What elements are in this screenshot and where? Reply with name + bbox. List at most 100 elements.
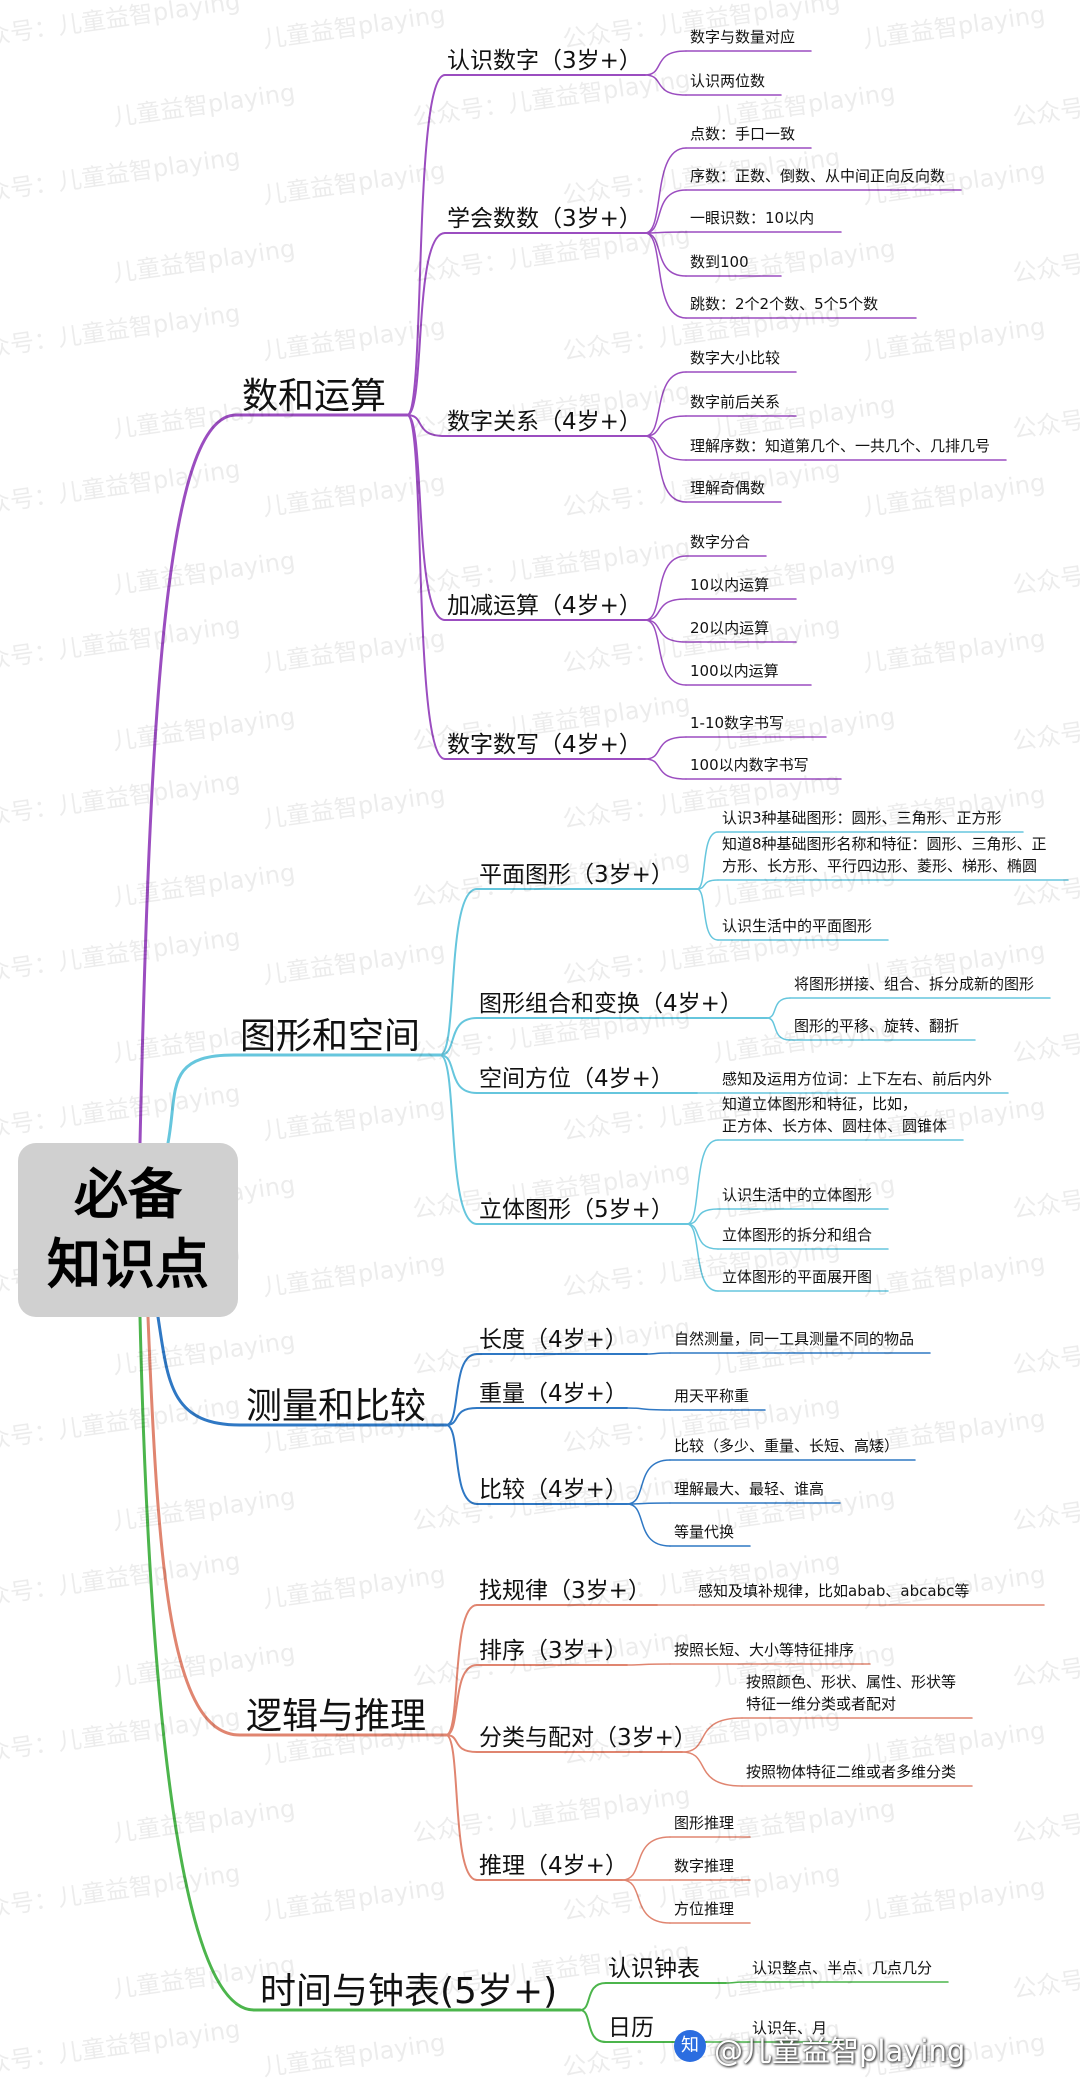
sub-topic-label: 加减运算（4岁+）: [447, 593, 642, 619]
branch-label: 逻辑与推理: [246, 1696, 427, 1737]
leaf-label: 立体图形的平面展开图: [722, 1268, 873, 1286]
branch-label: 数和运算: [242, 376, 387, 417]
sub-topic-label: 空间方位（4岁+）: [479, 1066, 674, 1092]
leaf-connector: [621, 1879, 671, 1924]
leaf-connector: [644, 231, 687, 234]
leaf-connector: [686, 1208, 719, 1225]
root-node: 必备 知识点: [18, 1143, 238, 1317]
sub-topic-label: 平面图形（3岁+）: [479, 862, 674, 888]
footer-handle: @儿童益智playing: [714, 2034, 966, 2068]
leaf-connector: [644, 189, 687, 234]
leaf-label: 图形的平移、旋转、翻折: [794, 1017, 960, 1035]
sub-connector: [579, 2009, 607, 2043]
sub-connector: [406, 414, 446, 437]
sub-topic-label: 比较（4岁+）: [479, 1477, 628, 1503]
branch-connector: [156, 1315, 242, 1427]
leaf-label: 数字分合: [690, 533, 751, 551]
leaf-label: 比较（多少、重量、长短、高矮）: [674, 1437, 900, 1455]
sub-topic-label: 学会数数（3岁+）: [447, 206, 642, 232]
leaf-connector: [626, 1407, 671, 1411]
leaf-label: 跳数：2个2个数、5个5个数: [690, 295, 879, 313]
leaf-label: 数到100: [690, 253, 749, 271]
branch-label: 测量和比较: [246, 1386, 427, 1427]
sub-connector: [439, 888, 478, 1056]
leaf-connector: [621, 1836, 671, 1881]
leaf-label: 100以内数字书写: [690, 756, 809, 774]
sub-connector: [445, 1407, 478, 1426]
leaf-label: 理解最大、最轻、谁高: [674, 1480, 825, 1498]
leaf-label: 理解序数：知道第几个、一共几个、几排几号: [690, 437, 991, 455]
leaf-connector: [644, 598, 687, 621]
sub-connector: [445, 1604, 478, 1736]
leaf-connector: [644, 619, 687, 686]
leaf-connector: [644, 435, 687, 461]
sub-topic-label: 图形组合和变换（4岁+）: [479, 991, 743, 1017]
leaf-label: 方位推理: [674, 1900, 735, 1918]
leaf-connector: [644, 736, 687, 760]
branch-connector: [138, 1315, 256, 2012]
leaf-connector: [646, 1352, 671, 1355]
leaf-connector: [644, 555, 687, 621]
leaf-label: 10以内运算: [690, 576, 770, 594]
leaf-label: 认识生活中的立体图形: [722, 1186, 873, 1204]
leaf-label: 知道立体图形和特征，比如，正方体、长方体、圆柱体、圆锥体: [722, 1095, 948, 1135]
branch-label: 时间与钟表(5岁+): [260, 1971, 558, 2012]
sub-connector: [445, 1734, 478, 1753]
leaf-label: 数字大小比较: [690, 349, 781, 367]
sub-connector: [439, 1054, 478, 1094]
leaf-label: 认识生活中的平面图形: [722, 917, 873, 935]
leaf-connector: [644, 74, 687, 96]
leaf-label: 认识两位数: [690, 72, 766, 90]
sub-connector: [445, 1353, 478, 1426]
sub-topic-label: 排序（3岁+）: [479, 1638, 628, 1664]
leaf-label: 按照物体特征二维或者多维分类: [746, 1763, 957, 1781]
sub-connector: [445, 1424, 478, 1505]
leaf-label: 图形推理: [674, 1814, 735, 1832]
leaf-connector: [766, 1017, 791, 1041]
leaf-label: 100以内运算: [690, 662, 779, 680]
leaf-label: 理解奇偶数: [690, 479, 766, 497]
leaf-connector: [696, 831, 719, 890]
sub-topic-label: 认识钟表: [608, 1956, 700, 1982]
sub-topic-label: 分类与配对（3岁+）: [479, 1725, 697, 1751]
sub-topic-label: 立体图形（5岁+）: [479, 1197, 674, 1223]
leaf-label: 认识整点、半点、几点几分: [752, 1959, 933, 1977]
leaf-connector: [686, 1139, 719, 1225]
branch-connector: [138, 413, 238, 1145]
leaf-connector: [644, 232, 687, 319]
leaf-connector: [626, 1502, 671, 1505]
leaf-label: 按照颜色、形状、属性、形状等特征一维分类或者配对: [746, 1673, 957, 1713]
leaf-connector: [644, 619, 687, 643]
leaf-label: 一眼识数：10以内: [690, 209, 815, 227]
leaf-label: 感知及运用方位词：上下左右、前后内外: [722, 1070, 993, 1088]
leaf-label: 数字前后关系: [690, 393, 781, 411]
leaf-label: 将图形拼接、组合、拆分成新的图形: [794, 975, 1035, 993]
branch-connector: [166, 1053, 236, 1145]
leaf-connector: [626, 1663, 671, 1666]
leaf-label: 数字推理: [674, 1857, 735, 1875]
root-title-line2: 知识点: [47, 1233, 209, 1296]
sub-connector: [406, 232, 446, 416]
leaf-connector: [696, 879, 719, 890]
leaf-label: 按照长短、大小等特征排序: [674, 1641, 855, 1659]
sub-topic-label: 找规律（3岁+）: [479, 1578, 651, 1604]
sub-connector: [445, 1664, 478, 1736]
leaf-label: 自然测量，同一工具测量不同的物品: [674, 1330, 915, 1348]
leaf-connector: [681, 1717, 743, 1753]
leaf-connector: [725, 1981, 749, 1984]
sub-connector: [445, 1734, 478, 1881]
sub-topic-label: 数字数写（4岁+）: [447, 732, 642, 758]
leaf-connector: [681, 1751, 743, 1787]
leaf-connector: [644, 435, 687, 503]
sub-connector: [439, 1017, 478, 1056]
sub-topic-label: 长度（4岁+）: [479, 1327, 628, 1353]
leaf-label: 序数：正数、倒数、从中间正向反向数: [690, 167, 946, 185]
leaf-label: 用天平称重: [674, 1387, 750, 1405]
leaf-connector: [766, 997, 791, 1019]
leaf-connector: [696, 888, 719, 941]
leaf-label: 感知及填补规律，比如abab、abcabc等: [698, 1582, 970, 1600]
leaf-label: 立体图形的拆分和组合: [722, 1226, 873, 1244]
sub-topic-label: 认识数字（3岁+）: [447, 48, 642, 74]
leaf-label: 认识年、月: [752, 2019, 828, 2037]
